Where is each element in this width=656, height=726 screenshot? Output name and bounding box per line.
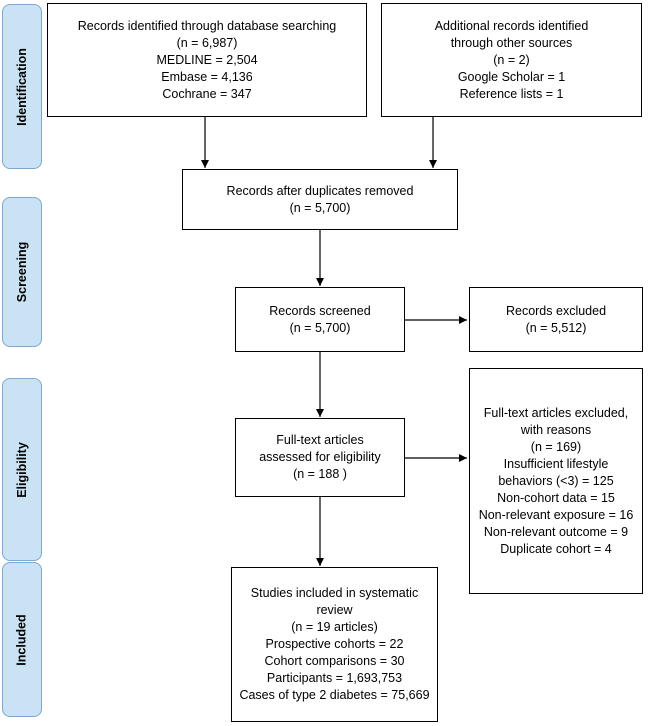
box-duplicates-line-2: (n = 5,700) — [289, 200, 351, 215]
box-excluded-line-1: Records excluded — [505, 303, 607, 318]
box-assessed-line-1: Full-text articles — [276, 433, 364, 447]
box-included-line-6: Participants = 1,693,753 — [266, 671, 403, 685]
box-ft-excluded-line-1: Full-text articles excluded, — [483, 405, 629, 420]
box-ft-excluded-line-7: Non-relevant exposure = 16 — [478, 507, 634, 522]
box-ft-excluded-line-5: behaviors (<3) = 125 — [498, 473, 614, 488]
box-ft-excluded-line-4: Insufficient lifestyle — [503, 456, 609, 471]
phase-identification: Identification — [2, 4, 42, 169]
box-database-line-1: Records identified through database sear… — [77, 18, 337, 33]
box-studies-included: Studies included in systematic review (n… — [231, 567, 438, 722]
box-screened-line-2: (n = 5,700) — [289, 320, 351, 335]
phase-eligibility: Eligibility — [2, 378, 42, 561]
box-included-line-3: (n = 19 articles) — [291, 620, 378, 634]
box-database-records: Records identified through database sear… — [47, 3, 367, 117]
box-database-line-3: MEDLINE = 2,504 — [156, 52, 258, 67]
box-ft-excluded-line-9: Duplicate cohort = 4 — [500, 541, 612, 556]
box-fulltext-excluded: Full-text articles excluded, with reason… — [469, 368, 643, 594]
box-ft-excluded-line-3: (n = 169) — [530, 439, 582, 454]
box-assessed-line-2: assessed for eligibility — [259, 450, 381, 464]
box-other-line-3: (n = 2) — [493, 52, 530, 67]
box-duplicates-line-1: Records after duplicates removed — [226, 183, 414, 198]
phase-screening: Screening — [2, 197, 42, 347]
box-ft-excluded-line-8: Non-relevant outcome = 9 — [483, 524, 629, 539]
box-ft-excluded-line-6: Non-cohort data = 15 — [497, 490, 615, 505]
box-assessed-line-3: (n = 188 ) — [293, 467, 347, 481]
box-included-line-5: Cohort comparisons = 30 — [264, 654, 405, 668]
box-database-line-5: Cochrane = 347 — [162, 86, 252, 101]
phase-included: Included — [2, 562, 42, 717]
box-records-screened: Records screened (n = 5,700) — [235, 287, 405, 352]
box-included-line-1: Studies included in systematic — [250, 586, 419, 600]
box-screened-line-1: Records screened — [269, 303, 371, 318]
box-ft-excluded-line-2: with reasons — [520, 422, 592, 437]
box-other-line-5: Reference lists = 1 — [459, 86, 564, 101]
box-other-line-1: Additional records identified — [434, 18, 589, 33]
box-excluded-line-2: (n = 5,512) — [525, 320, 587, 335]
box-database-line-4: Embase = 4,136 — [161, 69, 253, 84]
box-other-line-2: through other sources — [450, 35, 573, 50]
box-after-duplicates: Records after duplicates removed (n = 5,… — [182, 169, 458, 230]
box-included-line-7: Cases of type 2 diabetes = 75,669 — [239, 688, 430, 702]
box-database-line-2: (n = 6,987) — [176, 35, 238, 50]
box-other-line-4: Google Scholar = 1 — [457, 69, 566, 84]
box-included-line-2: review — [316, 603, 353, 617]
box-fulltext-assessed: Full-text articles assessed for eligibil… — [235, 418, 405, 497]
box-included-line-4: Prospective cohorts = 22 — [265, 637, 404, 651]
box-records-excluded: Records excluded (n = 5,512) — [469, 287, 643, 352]
box-other-sources: Additional records identified through ot… — [381, 3, 642, 117]
